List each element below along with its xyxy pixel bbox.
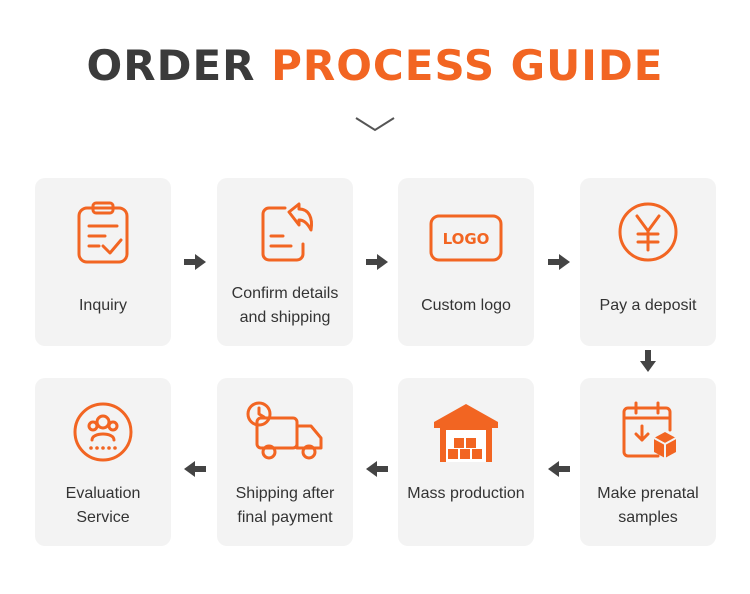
rating-user-icon xyxy=(73,402,133,462)
step-card-logo: LOGO Custom logo xyxy=(398,178,534,346)
logo-badge-text: LOGO xyxy=(443,230,490,248)
step-card-shipping: Shipping after final payment xyxy=(217,378,353,546)
step-label: Make prenatal samples xyxy=(597,485,699,526)
arrow-right-icon xyxy=(548,254,570,270)
step-card-evaluation: Evaluation Service xyxy=(35,378,171,546)
yen-coin-icon xyxy=(618,202,678,262)
step-label: Pay a deposit xyxy=(599,297,697,314)
arrow-left-icon xyxy=(366,461,388,477)
step-label: Evaluation Service xyxy=(65,485,141,526)
clipboard-check-icon xyxy=(77,201,129,264)
arrow-down-icon xyxy=(640,350,656,372)
arrow-left-icon xyxy=(184,461,206,477)
step-card-production: Mass production xyxy=(398,378,534,546)
step-card-confirm: Confirm details and shipping xyxy=(217,178,353,346)
title-part-accent: PROCESS GUIDE xyxy=(271,41,664,90)
arrow-right-icon xyxy=(184,254,206,270)
title-part-dark: ORDER xyxy=(86,41,256,90)
step-label: Confirm details and shipping xyxy=(231,285,339,326)
delivery-truck-icon xyxy=(246,401,323,460)
step-card-samples: Make prenatal samples xyxy=(580,378,716,546)
chevron-down-icon xyxy=(355,117,395,132)
step-label: Mass production xyxy=(407,485,525,502)
logo-badge-icon: LOGO xyxy=(429,214,503,262)
warehouse-icon xyxy=(434,404,498,462)
arrow-right-icon xyxy=(366,254,388,270)
document-reply-icon xyxy=(261,202,313,262)
page-title: ORDER PROCESS GUIDE xyxy=(0,40,750,92)
step-label: Shipping after final payment xyxy=(235,485,335,526)
step-label: Inquiry xyxy=(78,297,128,314)
step-label: Custom logo xyxy=(421,297,511,314)
step-card-inquiry: Inquiry xyxy=(35,178,171,346)
arrow-left-icon xyxy=(548,461,570,477)
calendar-box-icon xyxy=(622,401,677,458)
step-card-deposit: Pay a deposit xyxy=(580,178,716,346)
